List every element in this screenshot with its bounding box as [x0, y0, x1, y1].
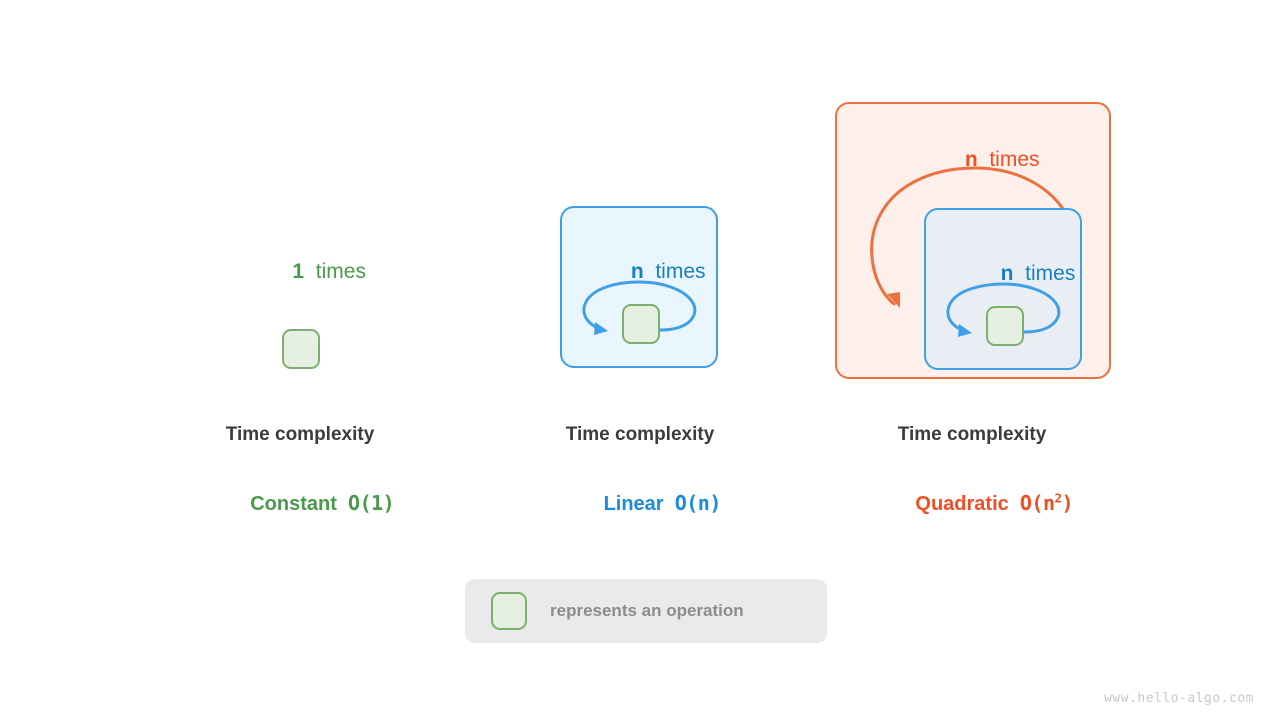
- quadratic-outer-count-word: times: [989, 148, 1040, 171]
- quadratic-outer-count-number: n: [964, 148, 978, 171]
- quadratic-caption: Time complexity Quadratic O(n2): [812, 425, 1132, 534]
- quadratic-inner-count-word: times: [1025, 262, 1076, 285]
- caption-title: Time complexity: [565, 424, 715, 445]
- constant-complexity-value: Constant O(1): [140, 473, 460, 534]
- loop-arrow-icon: [582, 280, 697, 335]
- constant-caption: Time complexity Constant O(1): [140, 425, 460, 534]
- quadratic-inner-loop-container: n times: [924, 208, 1082, 370]
- caption-title: Time complexity: [225, 424, 375, 445]
- operation-box: [281, 329, 320, 369]
- quadratic-complexity-value: Quadratic O(n2): [812, 473, 1132, 534]
- legend-label: represents an operation: [550, 601, 744, 620]
- quadratic-diagram: n times n times: [812, 90, 1132, 380]
- complexity-name: Constant: [250, 493, 337, 515]
- big-o-exponent: 2: [1054, 490, 1062, 506]
- big-o-notation: O(n2): [1019, 490, 1074, 515]
- quadratic-inner-count-label: n times: [926, 242, 1080, 305]
- linear-count-word: times: [655, 260, 706, 283]
- legend: represents an operation: [465, 579, 827, 643]
- column-quadratic: n times n times: [812, 0, 1132, 560]
- linear-count-label: n times: [562, 240, 716, 303]
- quadratic-inner-count-number: n: [1000, 262, 1014, 285]
- linear-diagram: n times: [480, 90, 800, 380]
- linear-complexity-value: Linear O(n): [480, 473, 800, 534]
- loop-arrow-icon: [946, 282, 1061, 337]
- constant-count-word: times: [315, 260, 366, 283]
- operation-box: [622, 304, 660, 344]
- big-o-open: O(n: [1019, 491, 1055, 515]
- complexity-name: Quadratic: [915, 493, 1009, 515]
- constant-count-label: 1 times: [234, 240, 366, 303]
- big-o-notation: O(n): [674, 491, 722, 515]
- watermark: www.hello-algo.com: [1104, 691, 1254, 706]
- column-constant: 1 times Time complexity Constant O(1): [140, 0, 460, 560]
- linear-caption: Time complexity Linear O(n): [480, 425, 800, 534]
- operation-box: [986, 306, 1024, 346]
- caption-title: Time complexity: [897, 424, 1047, 445]
- constant-diagram: 1 times: [140, 90, 460, 380]
- operation-swatch-icon: [491, 592, 527, 630]
- big-o-notation: O(1): [348, 491, 395, 515]
- linear-count-number: n: [630, 260, 644, 283]
- big-o-close: ): [1061, 491, 1074, 515]
- constant-count-number: 1: [292, 260, 305, 283]
- quadratic-outer-count-label: n times: [837, 128, 1109, 191]
- column-linear: n times Time complexity Linear O(n): [480, 0, 800, 560]
- linear-loop-container: n times: [560, 206, 718, 368]
- quadratic-outer-loop-container: n times n times: [835, 102, 1111, 379]
- complexity-name: Linear: [603, 493, 664, 515]
